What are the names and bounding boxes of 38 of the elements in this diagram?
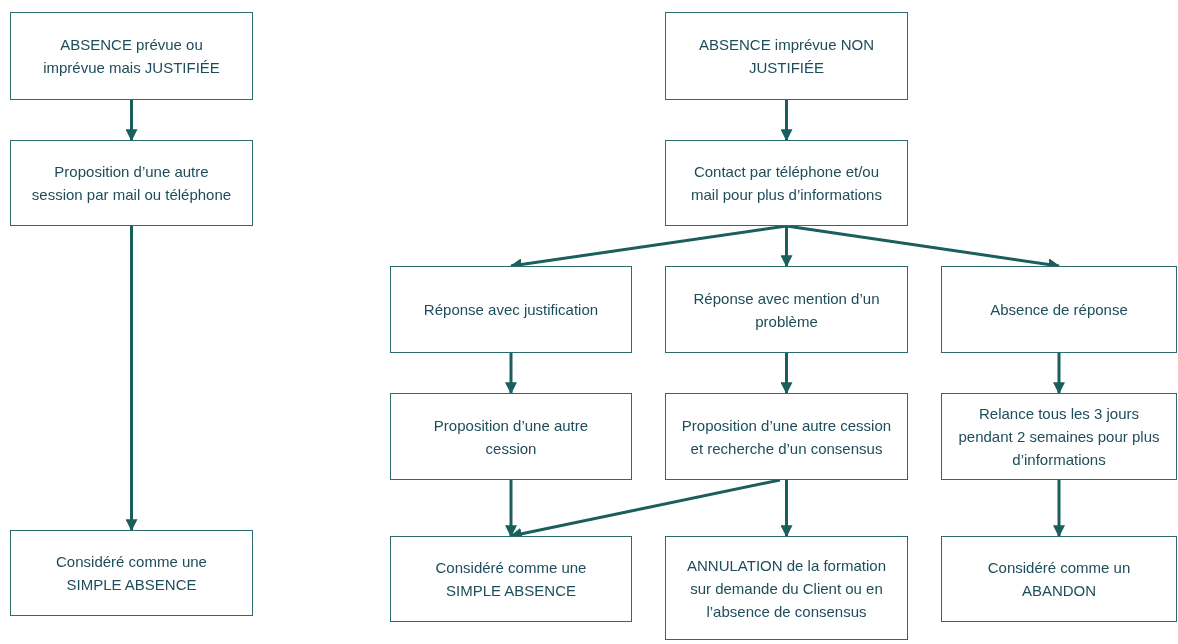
arrow bbox=[125, 100, 138, 142]
process-box bbox=[390, 536, 632, 622]
box-text: Absence de réponse bbox=[990, 300, 1128, 320]
box-text: Proposition d’une autre cession bbox=[432, 415, 590, 459]
process-box bbox=[10, 530, 253, 616]
process-box bbox=[665, 266, 908, 353]
box-text: Considéré comme une SIMPLE ABSENCE bbox=[55, 552, 208, 595]
arrow bbox=[780, 353, 793, 395]
box-text: ABSENCE prévue ou imprévue mais JUSTIFIÉE bbox=[42, 35, 221, 78]
arrow bbox=[780, 100, 793, 142]
box-text: Proposition d’une autre cession et recherche d’un consensus bbox=[681, 415, 892, 459]
process-box bbox=[665, 536, 908, 640]
process-box bbox=[941, 536, 1177, 622]
process-box bbox=[390, 393, 632, 480]
box-text: Considéré comme un ABANDON bbox=[986, 558, 1132, 601]
box-text: ANNULATION de la formation sur demande du Client ou en l’absence de consensus bbox=[686, 555, 887, 622]
arrow bbox=[125, 226, 138, 532]
box-text: Considéré comme une SIMPLE ABSENCE bbox=[434, 558, 588, 601]
box-text: Proposition d’une autre session par mail ou téléphone bbox=[31, 162, 232, 205]
arrow bbox=[780, 226, 793, 268]
process-box bbox=[665, 12, 908, 100]
box-text: Réponse avec justification bbox=[423, 300, 599, 320]
process-box bbox=[665, 140, 908, 226]
process-box bbox=[665, 393, 908, 480]
arrow bbox=[1053, 480, 1065, 538]
process-box bbox=[941, 266, 1177, 353]
process-box bbox=[10, 12, 253, 100]
process-box bbox=[10, 140, 253, 226]
arrow bbox=[780, 480, 793, 538]
arrow bbox=[1053, 353, 1065, 395]
arrow bbox=[505, 353, 517, 395]
box-text: ABSENCE imprévue NON JUSTIFIÉE bbox=[697, 35, 876, 78]
process-box bbox=[941, 393, 1177, 480]
box-text: Réponse avec mention d’un problème bbox=[692, 288, 881, 332]
process-box bbox=[390, 266, 632, 353]
arrow bbox=[505, 480, 517, 538]
box-text: Contact par téléphone et/ou mail pour plus d’informations bbox=[690, 162, 883, 205]
box-text: Relance tous les 3 jours pendant 2 semaines pour plus d’informations bbox=[957, 404, 1161, 470]
